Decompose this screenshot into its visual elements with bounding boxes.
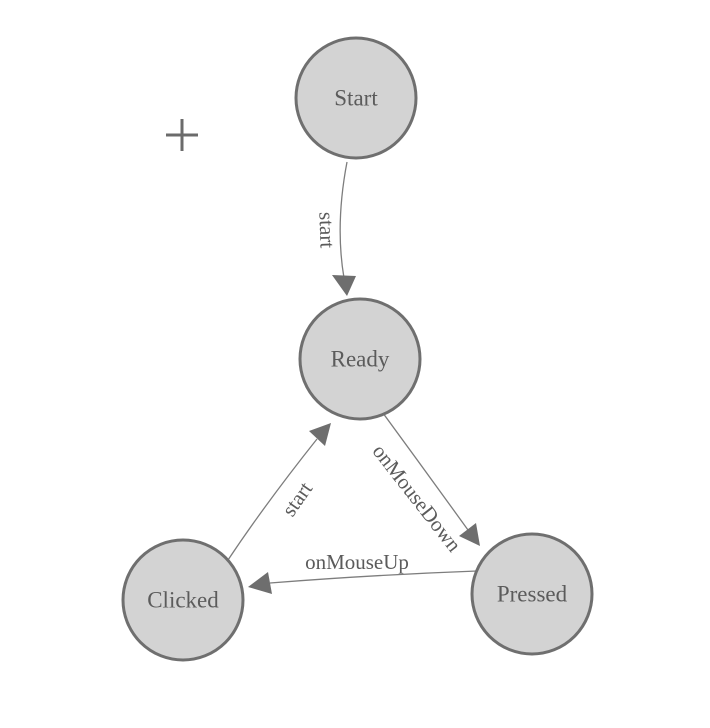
edge-clicked-to-ready[interactable]: start <box>227 423 331 561</box>
edge-line <box>379 408 469 531</box>
node-label: Start <box>334 86 378 111</box>
edge-pressed-to-clicked[interactable]: onMouseUp <box>248 550 478 594</box>
edge-line <box>227 438 318 561</box>
node-circle <box>294 36 418 160</box>
node-circle <box>298 297 422 421</box>
node-circle <box>470 532 594 656</box>
edge-line <box>269 570 478 584</box>
edge-label: onMouseDown <box>368 440 467 557</box>
node-circle <box>121 538 245 662</box>
node-start[interactable]: Start <box>294 36 418 160</box>
crosshair-icon <box>166 119 198 151</box>
edge-start-to-ready[interactable]: start <box>314 161 356 296</box>
edge-label: onMouseUp <box>305 550 409 574</box>
arrowhead-icon <box>332 275 356 296</box>
node-label: Clicked <box>147 588 219 613</box>
node-ready[interactable]: Ready <box>298 297 422 421</box>
node-clicked[interactable]: Clicked <box>121 538 245 662</box>
arrowhead-icon <box>459 523 480 546</box>
edge-ready-to-pressed[interactable]: onMouseDown <box>368 408 480 557</box>
arrowhead-icon <box>309 423 331 446</box>
node-label: Ready <box>331 347 390 372</box>
arrowhead-icon <box>248 572 272 594</box>
edge-line <box>339 161 348 279</box>
node-label: Pressed <box>497 582 568 607</box>
node-pressed[interactable]: Pressed <box>470 532 594 656</box>
edge-label: start <box>314 212 339 249</box>
